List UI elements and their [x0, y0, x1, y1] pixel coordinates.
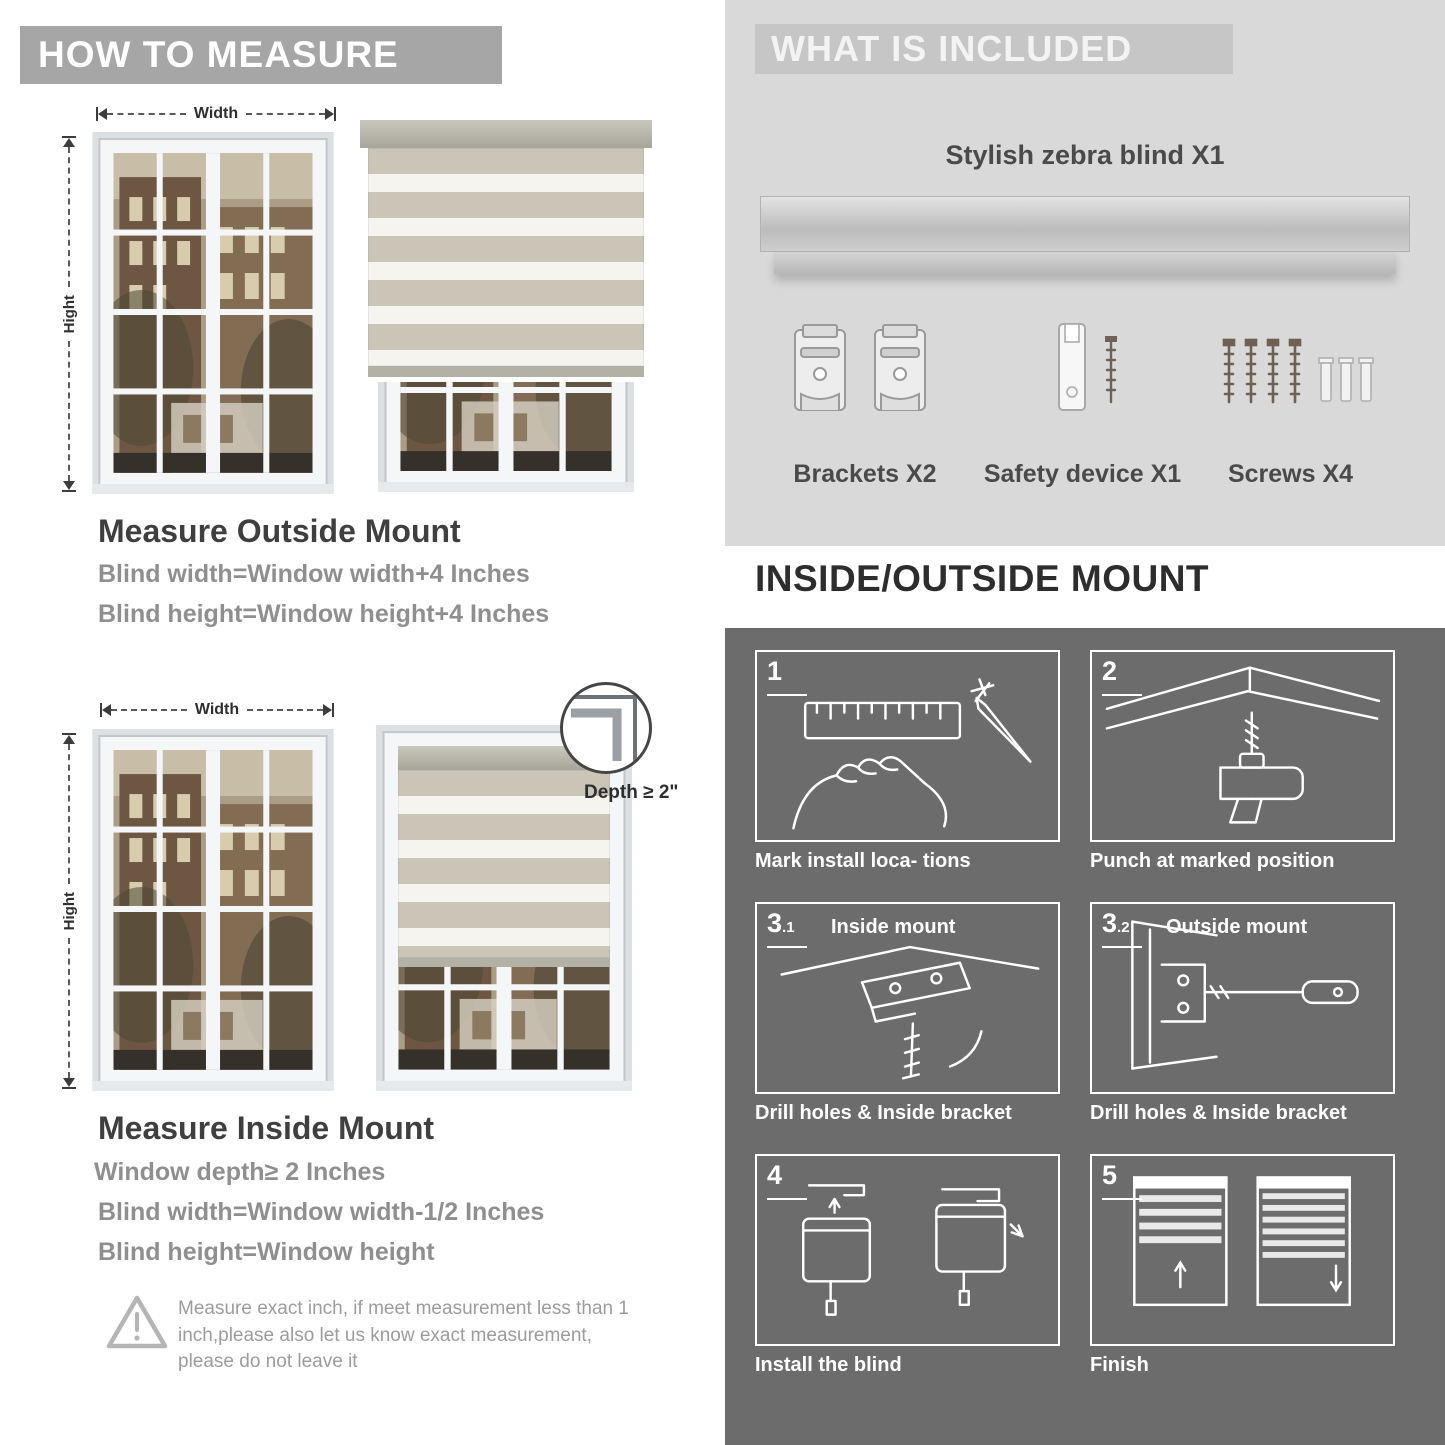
- window-bottom-illustration: [378, 382, 634, 492]
- step-number: 4: [767, 1160, 783, 1190]
- how-to-measure-title: HOW TO MEASURE: [38, 34, 399, 75]
- step-number-underline: [767, 1198, 807, 1200]
- blind-product-label: Stylish zebra blind X1: [945, 140, 1225, 170]
- step-4-caption: Install the blind: [755, 1354, 902, 1376]
- width-arrow-inside: Width: [100, 701, 334, 718]
- what-is-included-panel: WHAT IS INCLUDED Stylish zebra blind X1: [725, 0, 1445, 546]
- step-5-caption: Finish: [1090, 1354, 1149, 1376]
- window-illustration-inside: [92, 729, 334, 1091]
- safety-device-icon: [1058, 323, 1117, 411]
- step-3-1-box: 3.1 Inside mount: [755, 902, 1060, 1094]
- height-label: Hight: [60, 294, 78, 334]
- mount-steps-panel: 1 Mark install loca- tions 2: [725, 628, 1445, 1445]
- width-arrow-outside: Width: [96, 105, 336, 122]
- inside-bracket-illustration: [780, 945, 1040, 1080]
- drill-ceiling-illustration: [1105, 666, 1381, 824]
- zebra-blind-outside-illustration: [360, 118, 652, 494]
- outside-bracket-illustration: [1131, 920, 1359, 1070]
- step-number: 5: [1102, 1160, 1118, 1190]
- step-3-2-box: 3.2 Outside mount: [1090, 902, 1395, 1094]
- height-arrow-inside: Hight: [60, 733, 78, 1090]
- step-2-box: 2: [1090, 650, 1395, 842]
- warning-icon: [106, 1295, 168, 1349]
- mark-location-illustration: [792, 678, 1032, 830]
- step-2-caption: Punch at marked position: [1090, 850, 1335, 872]
- step-number: 3.1: [767, 908, 795, 938]
- outside-formula-width: Blind width=Window width+4 Inches: [98, 560, 530, 588]
- height-arrow-outside: Hight: [60, 136, 78, 493]
- window-illustration-outside: [92, 132, 334, 494]
- zebra-blind-inside-illustration: [376, 725, 632, 1091]
- inside-mount-title: Measure Inside Mount: [98, 1110, 435, 1146]
- width-label: Width: [194, 701, 240, 718]
- blind-stripes: [398, 770, 610, 958]
- finish-illustration: [1133, 1176, 1351, 1307]
- blind-bottomrail: [368, 366, 644, 377]
- step-1-box: 1: [755, 650, 1060, 842]
- brackets-icon: [787, 322, 933, 416]
- step-number-underline: [1102, 1198, 1142, 1200]
- step-number: 2: [1102, 656, 1118, 686]
- inside-formula-height: Blind height=Window height: [98, 1238, 435, 1266]
- height-label: Hight: [60, 891, 78, 931]
- valance-illustration: [774, 252, 1396, 274]
- depth-zoom-circle: [560, 682, 652, 774]
- blind-stripes: [368, 148, 644, 366]
- step-3-1-caption: Drill holes & Inside bracket: [755, 1102, 1012, 1124]
- safety-device-label: Safety device X1: [983, 460, 1182, 488]
- headrail-illustration: [760, 196, 1410, 252]
- window-corner-detail-icon: [571, 695, 637, 761]
- install-blind-illustration: [801, 1184, 1024, 1316]
- depth-label: Depth ≥ 2": [584, 782, 679, 803]
- step-1-caption: Mark install loca- tions: [755, 850, 971, 872]
- inside-formula-depth: Window depth≥ 2 Inches: [94, 1158, 386, 1186]
- screws-icon: [1222, 338, 1374, 404]
- screws-label: Screws X4: [1227, 460, 1354, 488]
- blind-headrail: [360, 120, 652, 148]
- how-to-measure-banner: HOW TO MEASURE: [20, 26, 502, 84]
- step-3-2-caption: Drill holes & Inside bracket: [1090, 1102, 1347, 1124]
- step-3-2-title: Outside mount: [1166, 916, 1308, 938]
- blind-bottomrail: [398, 958, 610, 967]
- outside-mount-title: Measure Outside Mount: [98, 513, 461, 549]
- inside-outside-mount-title: INSIDE/OUTSIDE MOUNT: [755, 558, 1210, 599]
- what-is-included-banner: WHAT IS INCLUDED: [755, 24, 1233, 74]
- width-label: Width: [193, 105, 239, 122]
- brackets-label: Brackets X2: [793, 460, 937, 488]
- step-number: 1: [767, 656, 783, 686]
- step-5-box: 5: [1090, 1154, 1395, 1346]
- inside-formula-width: Blind width=Window width-1/2 Inches: [98, 1198, 545, 1226]
- step-number: 3.2: [1102, 908, 1130, 938]
- step-3-1-title: Inside mount: [831, 916, 956, 938]
- step-number-underline: [1102, 946, 1142, 948]
- step-number-underline: [767, 946, 807, 948]
- step-number-underline: [1102, 694, 1142, 696]
- step-4-box: 4: [755, 1154, 1060, 1346]
- what-is-included-title: WHAT IS INCLUDED: [771, 28, 1133, 69]
- step-number-underline: [767, 694, 807, 696]
- measure-warning-text: Measure exact inch, if meet measurement …: [178, 1298, 629, 1373]
- outside-formula-height: Blind height=Window height+4 Inches: [98, 600, 550, 628]
